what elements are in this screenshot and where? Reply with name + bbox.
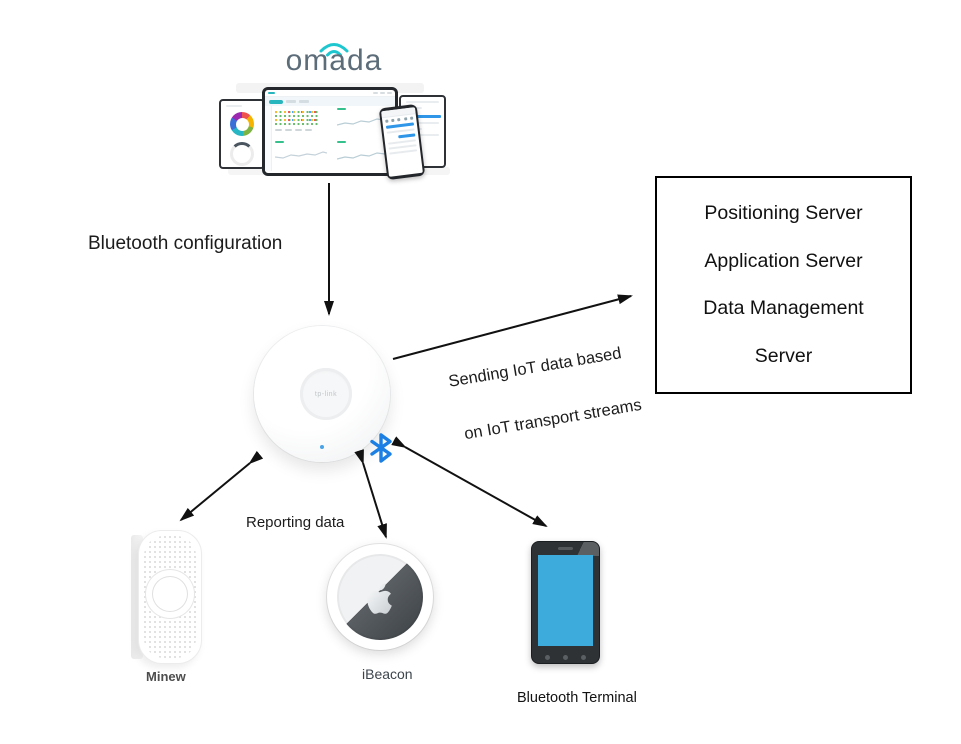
minew-beacon-device	[131, 530, 203, 664]
minew-label: Minew	[146, 669, 186, 684]
dashboard-card-chart	[272, 139, 334, 172]
sending-iot-label-line1: Sending IoT data based	[447, 344, 623, 391]
ui-line	[406, 122, 439, 124]
sending-iot-label-line2: on IoT transport streams	[462, 395, 643, 444]
dashboard-card-chart	[334, 139, 396, 172]
gauge-chart	[230, 142, 254, 166]
dashboard-sidebar	[265, 106, 272, 171]
server-box-line: Data Management	[703, 297, 864, 320]
nav-item	[373, 92, 378, 94]
access-point-ring: tp-link	[300, 368, 352, 420]
tp-link-logo: tp-link	[314, 390, 338, 398]
minew-center-hole	[152, 576, 188, 612]
ui-line	[389, 149, 418, 155]
bluetooth-terminal-device	[531, 541, 600, 664]
line-chart	[336, 150, 389, 160]
chart-badge	[336, 140, 346, 143]
donut-chart	[230, 112, 254, 136]
dashboard-toolbar	[265, 97, 395, 106]
access-point-device: tp-link	[254, 326, 390, 462]
arrow-ap-ibeacon	[354, 449, 387, 539]
nav-item	[380, 92, 385, 94]
apple-logo-icon	[367, 583, 392, 614]
access-point-led	[320, 445, 324, 449]
donut-hole	[235, 117, 249, 131]
ui-pill	[404, 115, 441, 118]
bluetooth-icon	[370, 433, 392, 463]
toolbar-tab	[299, 100, 309, 103]
bluetooth-terminal-label: Bluetooth Terminal	[517, 690, 637, 706]
toolbar-button	[269, 99, 283, 104]
chart-badge	[336, 108, 346, 110]
server-box-line: Server	[754, 344, 813, 367]
chart-badge	[275, 140, 284, 143]
reporting-data-label: Reporting data	[246, 514, 345, 531]
dot-legend	[275, 129, 331, 131]
minew-front-face	[138, 530, 202, 664]
ui-line	[226, 105, 242, 107]
dashboard-card-dots	[272, 106, 334, 139]
terminal-nav-buttons	[532, 655, 599, 660]
ibeacon-label: iBeacon	[362, 666, 413, 682]
phone-screen	[381, 107, 423, 177]
omada-logo-text: omada	[285, 44, 383, 77]
server-box-line: Application Server	[704, 249, 863, 272]
status-dot-grid	[275, 111, 319, 126]
wifi-arc-icon	[319, 43, 349, 57]
dashboard-tablet-left	[219, 99, 265, 169]
nav-item	[387, 92, 392, 94]
ui-pill	[398, 133, 416, 139]
toolbar-tab	[286, 100, 296, 103]
line-chart	[274, 150, 328, 159]
arrow-ap-minew	[179, 450, 264, 522]
terminal-screen	[538, 555, 593, 646]
server-box: Positioning Server Application Server Da…	[655, 176, 912, 394]
dashboard-monitor	[262, 87, 398, 176]
server-box-line: Positioning Server	[704, 202, 863, 225]
dashboard-navbar	[265, 90, 395, 97]
ui-line	[406, 101, 439, 103]
ui-line	[406, 134, 439, 136]
terminal-gloss	[569, 542, 599, 556]
bluetooth-configuration-label: Bluetooth configuration	[88, 233, 283, 254]
ibeacon-inner-disc	[337, 554, 423, 640]
dashboard-logo	[268, 92, 275, 94]
terminal-speaker	[558, 547, 573, 550]
ibeacon-device	[327, 544, 433, 650]
arrow-ap-terminal	[391, 436, 548, 527]
